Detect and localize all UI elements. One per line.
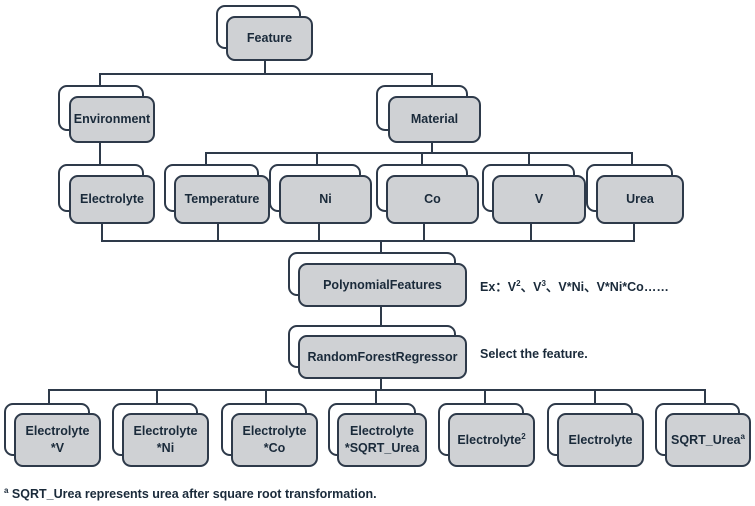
connector (530, 223, 532, 241)
node-co: Co (376, 164, 479, 224)
node-label: Electrolyte*V (25, 424, 90, 455)
connector (380, 240, 382, 254)
connector (48, 389, 706, 391)
node-electrolyte: Electrolyte (58, 164, 155, 224)
connector (217, 223, 219, 241)
connector (318, 223, 320, 241)
connector (380, 306, 382, 328)
footnote: a SQRT_Urea represents urea after square… (4, 486, 377, 502)
node-label: Material (410, 112, 459, 127)
connector (631, 152, 633, 164)
node-label: Electrolyte*Ni (133, 424, 198, 455)
connector (99, 73, 101, 87)
node-electrolyte-squared: Electrolyte2 (438, 403, 535, 467)
node-environment: Environment (58, 85, 155, 143)
node-random-forest-regressor: RandomForestRegressor (288, 325, 467, 379)
node-electrolyte-plain: Electrolyte (547, 403, 644, 467)
node-feature: Feature (216, 5, 313, 61)
polynomial-note: Ex：V2、V3、V*Ni、V*Ni*Co…… (480, 279, 669, 295)
node-label: Co (424, 192, 441, 207)
node-label: Environment (73, 112, 151, 127)
connector (205, 152, 207, 164)
node-label: PolynomialFeatures (323, 277, 442, 292)
connector (48, 389, 50, 405)
node-urea: Urea (586, 164, 684, 224)
node-label: Feature (246, 31, 293, 46)
node-label: SQRT_Ureaa (671, 431, 745, 447)
node-label: RandomForestRegressor (307, 349, 458, 364)
connector (264, 60, 266, 74)
node-sqrt-urea: SQRT_Ureaa (655, 403, 751, 467)
node-label: Electrolyte*Co (242, 424, 307, 455)
connector (375, 389, 377, 405)
connector (431, 73, 433, 87)
node-label: Ni (319, 192, 332, 207)
connector (156, 389, 158, 405)
node-label: Temperature (184, 192, 260, 207)
connector (528, 152, 530, 164)
node-label: Electrolyte (80, 192, 144, 207)
connector (380, 378, 382, 390)
node-v: V (482, 164, 586, 224)
connector (101, 223, 103, 241)
node-electrolyte-v: Electrolyte*V (4, 403, 101, 467)
connector (594, 389, 596, 405)
node-label: Urea (626, 192, 654, 207)
connector (423, 223, 425, 241)
node-label: Electrolyte*SQRT_Urea (344, 424, 420, 455)
node-material: Material (376, 85, 481, 143)
node-ni: Ni (269, 164, 372, 224)
connector (316, 152, 318, 164)
node-label: Electrolyte (568, 432, 633, 447)
node-electrolyte-co: Electrolyte*Co (221, 403, 318, 467)
node-polynomial-features: PolynomialFeatures (288, 252, 467, 307)
connector (633, 223, 635, 241)
regressor-note: Select the feature. (480, 347, 588, 361)
connector (99, 73, 433, 75)
connector (431, 142, 433, 154)
node-electrolyte-sqrt-urea: Electrolyte*SQRT_Urea (328, 403, 427, 467)
connector (205, 152, 633, 154)
node-temperature: Temperature (164, 164, 270, 224)
connector (99, 142, 101, 174)
connector (484, 389, 486, 405)
connector (421, 152, 423, 164)
connector (101, 240, 635, 242)
connector (265, 389, 267, 405)
node-electrolyte-ni: Electrolyte*Ni (112, 403, 209, 467)
node-label: Electrolyte2 (457, 431, 526, 447)
node-label: V (534, 192, 544, 207)
connector (704, 389, 706, 405)
